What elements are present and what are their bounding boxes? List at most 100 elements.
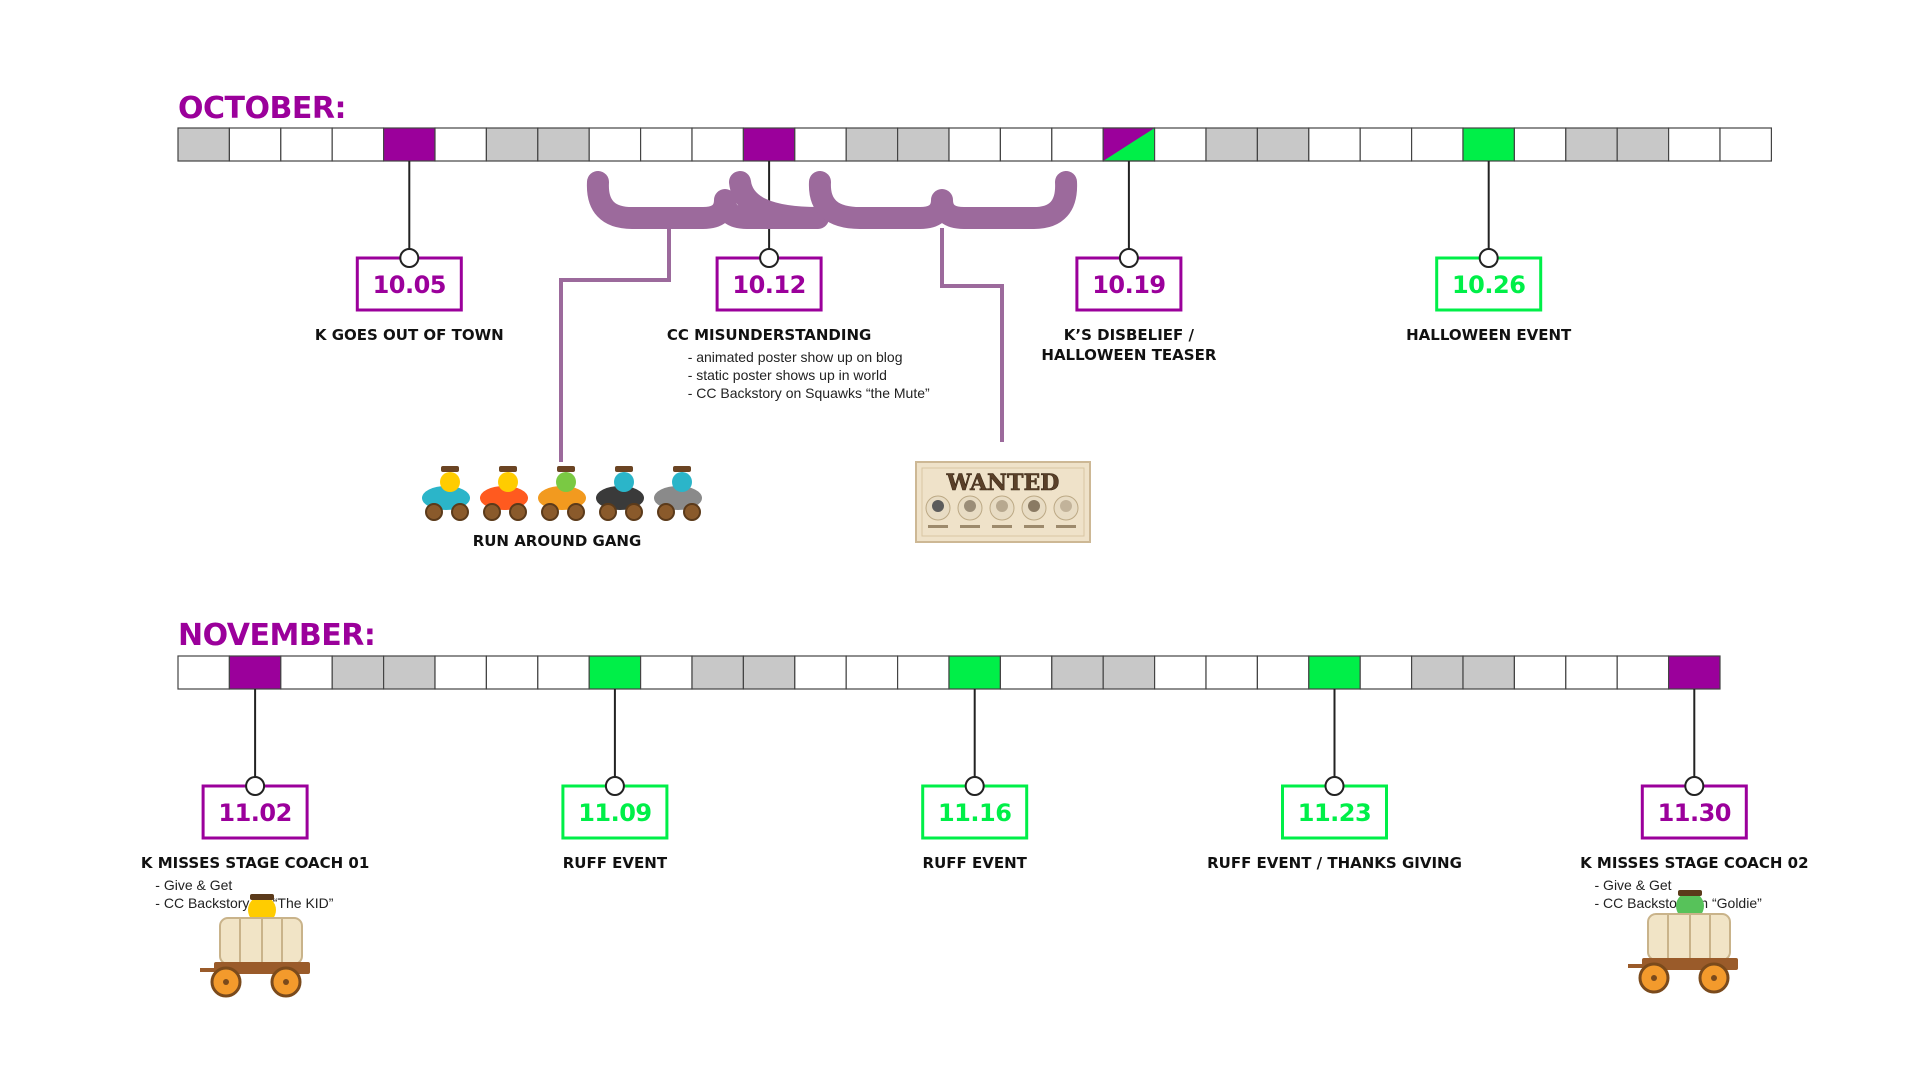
calendar-cell: [1308, 655, 1361, 690]
november-events: 11.02 K MISSES STAGE COACH 01 - Give & Get…: [141, 689, 1809, 911]
calendar-cell: [948, 127, 1002, 162]
calendar-cell: [1051, 655, 1104, 690]
calendar-cell: [896, 127, 950, 162]
timeline-event: 11.30K MISSES STAGE COACH 02- Give & Get…: [1580, 689, 1809, 911]
bracket-stems: [559, 228, 1004, 462]
event-date: 10.19: [1092, 271, 1165, 299]
october-calendar-strip: [177, 127, 1773, 162]
gang-caption: RUN AROUND GANG: [473, 532, 642, 550]
calendar-cell: [228, 127, 282, 162]
event-marker: [1324, 776, 1345, 796]
event-marker: [604, 776, 625, 796]
calendar-cell: [999, 655, 1053, 690]
event-title: RUFF EVENT: [923, 854, 1028, 872]
bracket-left: [586, 171, 829, 229]
event-title: K GOES OUT OF TOWN: [315, 326, 504, 344]
calendar-cell: [794, 127, 847, 162]
event-note: - Give & Get: [155, 877, 232, 893]
calendar-cell: [1359, 655, 1413, 690]
event-title: RUFF EVENT: [563, 854, 668, 872]
event-marker: [399, 248, 420, 268]
calendar-cell: [1256, 127, 1310, 162]
timeline-event: 10.19K’S DISBELIEF /HALLOWEEN TEASER: [1041, 161, 1217, 364]
calendar-cell: [999, 127, 1053, 162]
event-marker: [245, 776, 266, 796]
stagecoach-illustration: [1628, 890, 1738, 994]
calendar-cell: [1359, 127, 1413, 162]
calendar-cell: [331, 655, 385, 690]
event-marker: [759, 248, 780, 268]
event-title: K MISSES STAGE COACH 01: [141, 854, 369, 872]
calendar-cell: [280, 127, 333, 162]
bracket-right: [808, 171, 1078, 229]
calendar-cell: [948, 655, 1002, 690]
calendar-cell: [742, 655, 796, 690]
calendar-cell: [1667, 127, 1721, 162]
calendar-cell: [383, 127, 436, 162]
calendar-cell: [639, 655, 693, 690]
calendar-cell: [485, 127, 539, 162]
event-date: 11.09: [578, 799, 651, 827]
calendar-cell: [1513, 655, 1567, 690]
event-title: K MISSES STAGE COACH 02: [1580, 854, 1808, 872]
event-note: - Give & Get: [1595, 877, 1672, 893]
event-note: - animated poster show up on blog: [688, 349, 903, 365]
timeline-event: 10.05K GOES OUT OF TOWN: [315, 161, 504, 344]
calendar-cell: [280, 655, 333, 690]
calendar-cell: [1462, 127, 1516, 162]
calendar-cell: [691, 655, 745, 690]
calendar-cell: [383, 655, 436, 690]
calendar-cell: [1667, 655, 1721, 690]
gang-rider: [538, 466, 586, 521]
calendar-cell: [177, 127, 231, 162]
november-calendar-strip: [177, 655, 1721, 690]
stagecoach-illustration: [200, 894, 310, 998]
october-heading: OCTOBER:: [178, 91, 346, 126]
calendar-cell: [896, 655, 950, 690]
calendar-cell: [1256, 655, 1310, 690]
calendar-cell: [434, 655, 488, 690]
timeline-event: 11.02 K MISSES STAGE COACH 01 - Give & Get…: [141, 689, 369, 911]
calendar-cell: [537, 127, 590, 162]
event-marker: [1684, 776, 1705, 796]
wanted-poster: WANTED: [915, 461, 1091, 543]
gang-rider: [480, 466, 528, 521]
calendar-cell: [228, 655, 282, 690]
calendar-cell: [588, 655, 642, 690]
event-title: HALLOWEEN EVENT: [1406, 326, 1572, 344]
calendar-cell: [1565, 127, 1618, 162]
calendar-cell: [1153, 655, 1207, 690]
calendar-cell-split: [1103, 128, 1155, 161]
calendar-cell: [1462, 655, 1516, 690]
calendar-cell: [1153, 127, 1207, 162]
calendar-cell: [794, 655, 847, 690]
wanted-poster-title: WANTED: [946, 470, 1060, 496]
event-note: - CC Backstory on Squawks “the Mute”: [688, 385, 930, 401]
calendar-cell: [1719, 127, 1773, 162]
calendar-cell: [1410, 655, 1464, 690]
calendar-cell: [639, 127, 693, 162]
event-marker: [1478, 248, 1499, 268]
calendar-cell: [1205, 655, 1259, 690]
event-title: RUFF EVENT / THANKS GIVING: [1207, 854, 1462, 872]
wanted-portraits: [925, 495, 1079, 528]
calendar-cell: [742, 127, 796, 162]
event-date: 11.23: [1298, 799, 1371, 827]
calendar-cell: [537, 655, 590, 690]
calendar-cell: [588, 127, 642, 162]
calendar-cell: [434, 127, 488, 162]
event-note: - static poster shows up in world: [688, 367, 887, 383]
gang-rider: [422, 466, 470, 521]
event-title: K’S DISBELIEF /: [1064, 326, 1195, 344]
event-date: 10.26: [1452, 271, 1525, 299]
event-title: CC MISUNDERSTANDING: [667, 326, 871, 344]
calendar-cell: [485, 655, 539, 690]
calendar-cell: [1616, 127, 1670, 162]
event-date: 11.02: [218, 799, 291, 827]
